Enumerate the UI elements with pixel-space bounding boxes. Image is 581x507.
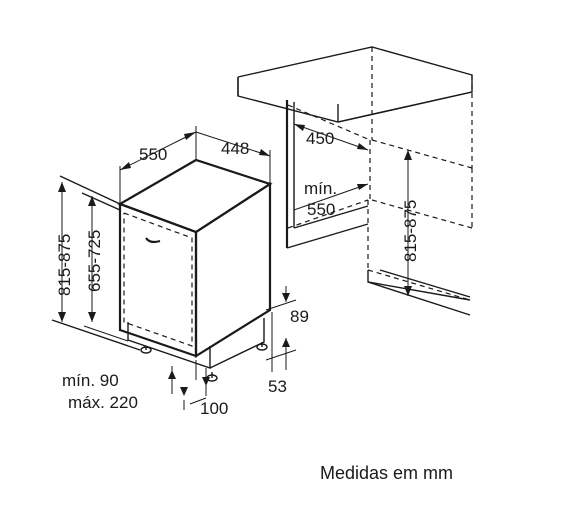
door-handle (145, 237, 161, 244)
label-53: 53 (268, 377, 287, 396)
dimension-min90-max220 (168, 360, 210, 410)
label-100: 100 (200, 399, 228, 418)
dimension-100 (189, 397, 207, 405)
label-width-448: 448 (221, 139, 249, 158)
floor-plinth-right (367, 269, 471, 316)
dishwasher-body (117, 158, 273, 382)
caption-units: Medidas em mm (320, 463, 453, 483)
label-depth-550: 550 (139, 145, 167, 164)
label-min-90: mín. 90 (62, 371, 119, 390)
dimension-815-875-right (404, 150, 412, 296)
dimension-815-875-left (58, 182, 66, 322)
label-height-815-875-left: 815-875 (55, 234, 74, 296)
dimension-550-depth (119, 126, 197, 204)
dimension-min-550 (293, 183, 369, 211)
label-height-655-725: 655-725 (85, 230, 104, 292)
dimension-450 (293, 123, 369, 151)
label-min-550: 550 (307, 200, 335, 219)
dimension-448-width (195, 131, 271, 184)
cabinet-side-panel (285, 100, 369, 249)
label-niche-450: 450 (306, 129, 334, 148)
floor-lines-left (51, 175, 141, 351)
countertop-outline (237, 46, 473, 123)
label-89: 89 (290, 307, 309, 326)
dimension-655-725 (83, 196, 129, 342)
dimension-53 (265, 338, 297, 370)
label-min: mín. (304, 179, 337, 198)
label-max-220: máx. 220 (68, 393, 138, 412)
label-height-815-875-right: 815-875 (401, 200, 420, 262)
dimension-89 (265, 286, 297, 372)
niche-dashed-outline (287, 47, 473, 301)
